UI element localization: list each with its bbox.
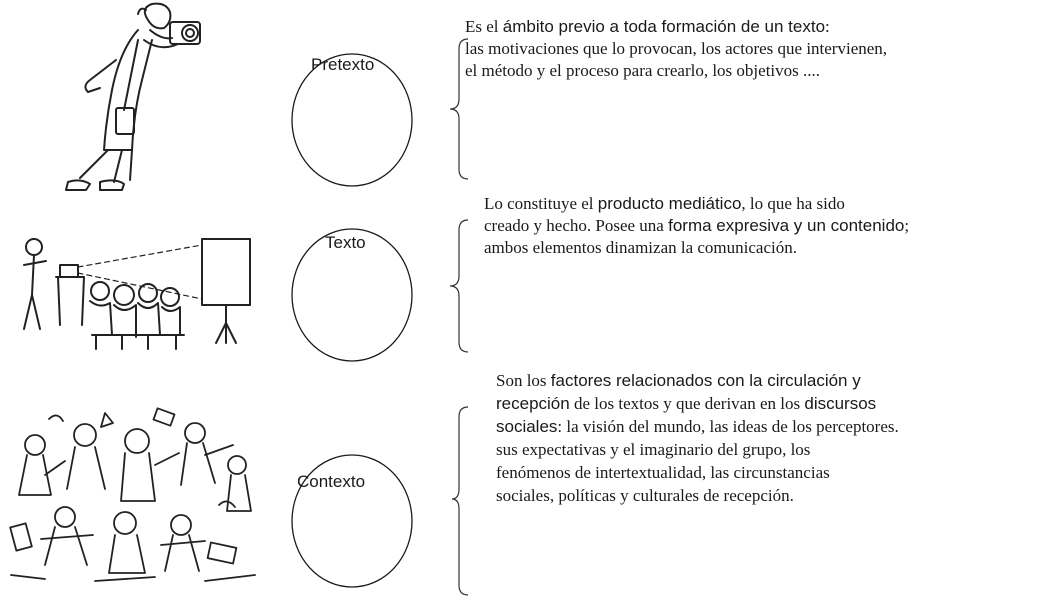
- texto-brace: [449, 219, 469, 353]
- texto-line-3: ambos elementos dinamizan la comunicació…: [484, 237, 909, 259]
- text-segment: sus expectativas y el imaginario del gru…: [496, 440, 811, 459]
- contexto-brace: [451, 406, 469, 596]
- highlight-segment: sociales: [496, 417, 558, 436]
- photographer-illustration: [65, 2, 201, 191]
- contexto-label: Contexto: [297, 472, 366, 491]
- highlight-segment: producto mediático: [597, 194, 742, 213]
- contexto-description: Son los factores relacionados con la cir…: [496, 369, 899, 507]
- highlight-segment: ámbito previo a toda formación de un tex…: [502, 17, 826, 36]
- texto-description: Lo constituye el producto mediático, lo …: [484, 193, 909, 259]
- texto-line-1: Lo constituye el producto mediático, lo …: [484, 193, 909, 215]
- highlight-segment: recepción: [496, 394, 570, 413]
- pretexto-line-2: las motivaciones que lo provocan, los ac…: [465, 38, 887, 60]
- highlight-segment: forma expresiva y un contenido: [668, 216, 905, 235]
- contexto-line-6: sociales, políticas y culturales de rece…: [496, 484, 899, 507]
- contexto-line-1: Son los factores relacionados con la cir…: [496, 369, 899, 392]
- text-segment: Lo constituye el: [484, 194, 598, 213]
- text-segment: Son los: [496, 371, 551, 390]
- pretexto-line-1: Es el ámbito previo a toda formación de …: [465, 16, 887, 38]
- pretexto-circle: [291, 53, 413, 187]
- contexto-line-3: sociales: la visión del mundo, las ideas…: [496, 415, 899, 438]
- classroom-projection-illustration: [23, 238, 251, 350]
- text-segment: fenómenos de intertextualidad, las circu…: [496, 463, 830, 482]
- contexto-line-2: recepción de los textos y que derivan en…: [496, 392, 899, 415]
- highlight-segment: discursos: [804, 394, 877, 413]
- pretexto-description: Es el ámbito previo a toda formación de …: [465, 16, 887, 82]
- contexto-line-5: fenómenos de intertextualidad, las circu…: [496, 461, 899, 484]
- pretexto-brace: [449, 38, 469, 180]
- texto-circle: [291, 228, 413, 362]
- texto-label: Texto: [325, 233, 366, 252]
- text-segment: el método y el proceso para crearlo, los…: [465, 61, 820, 80]
- highlight-segment: factores relacionados con la circulación…: [550, 371, 861, 390]
- text-segment: las motivaciones que lo provocan, los ac…: [465, 39, 888, 58]
- text-segment: creado y hecho. Posee una: [484, 216, 669, 235]
- text-segment: de los textos y que derivan en los: [569, 394, 805, 413]
- pretexto-line-3: el método y el proceso para crearlo, los…: [465, 60, 887, 82]
- contexto-line-4: sus expectativas y el imaginario del gru…: [496, 438, 899, 461]
- text-segment: : la visión del mundo, las ideas de los …: [557, 417, 899, 436]
- pretexto-label: Pretexto: [311, 55, 375, 74]
- text-segment: ;: [904, 216, 910, 235]
- text-segment: , lo que ha sido: [741, 194, 845, 213]
- text-segment: Es el: [465, 17, 503, 36]
- text-segment: :: [825, 17, 830, 36]
- texto-line-2: creado y hecho. Posee una forma expresiv…: [484, 215, 909, 237]
- text-segment: sociales, políticas y culturales de rece…: [496, 486, 794, 505]
- crowd-scene-illustration: [9, 407, 256, 582]
- text-segment: ambos elementos dinamizan la comunicació…: [484, 238, 797, 257]
- contexto-circle: [291, 454, 413, 588]
